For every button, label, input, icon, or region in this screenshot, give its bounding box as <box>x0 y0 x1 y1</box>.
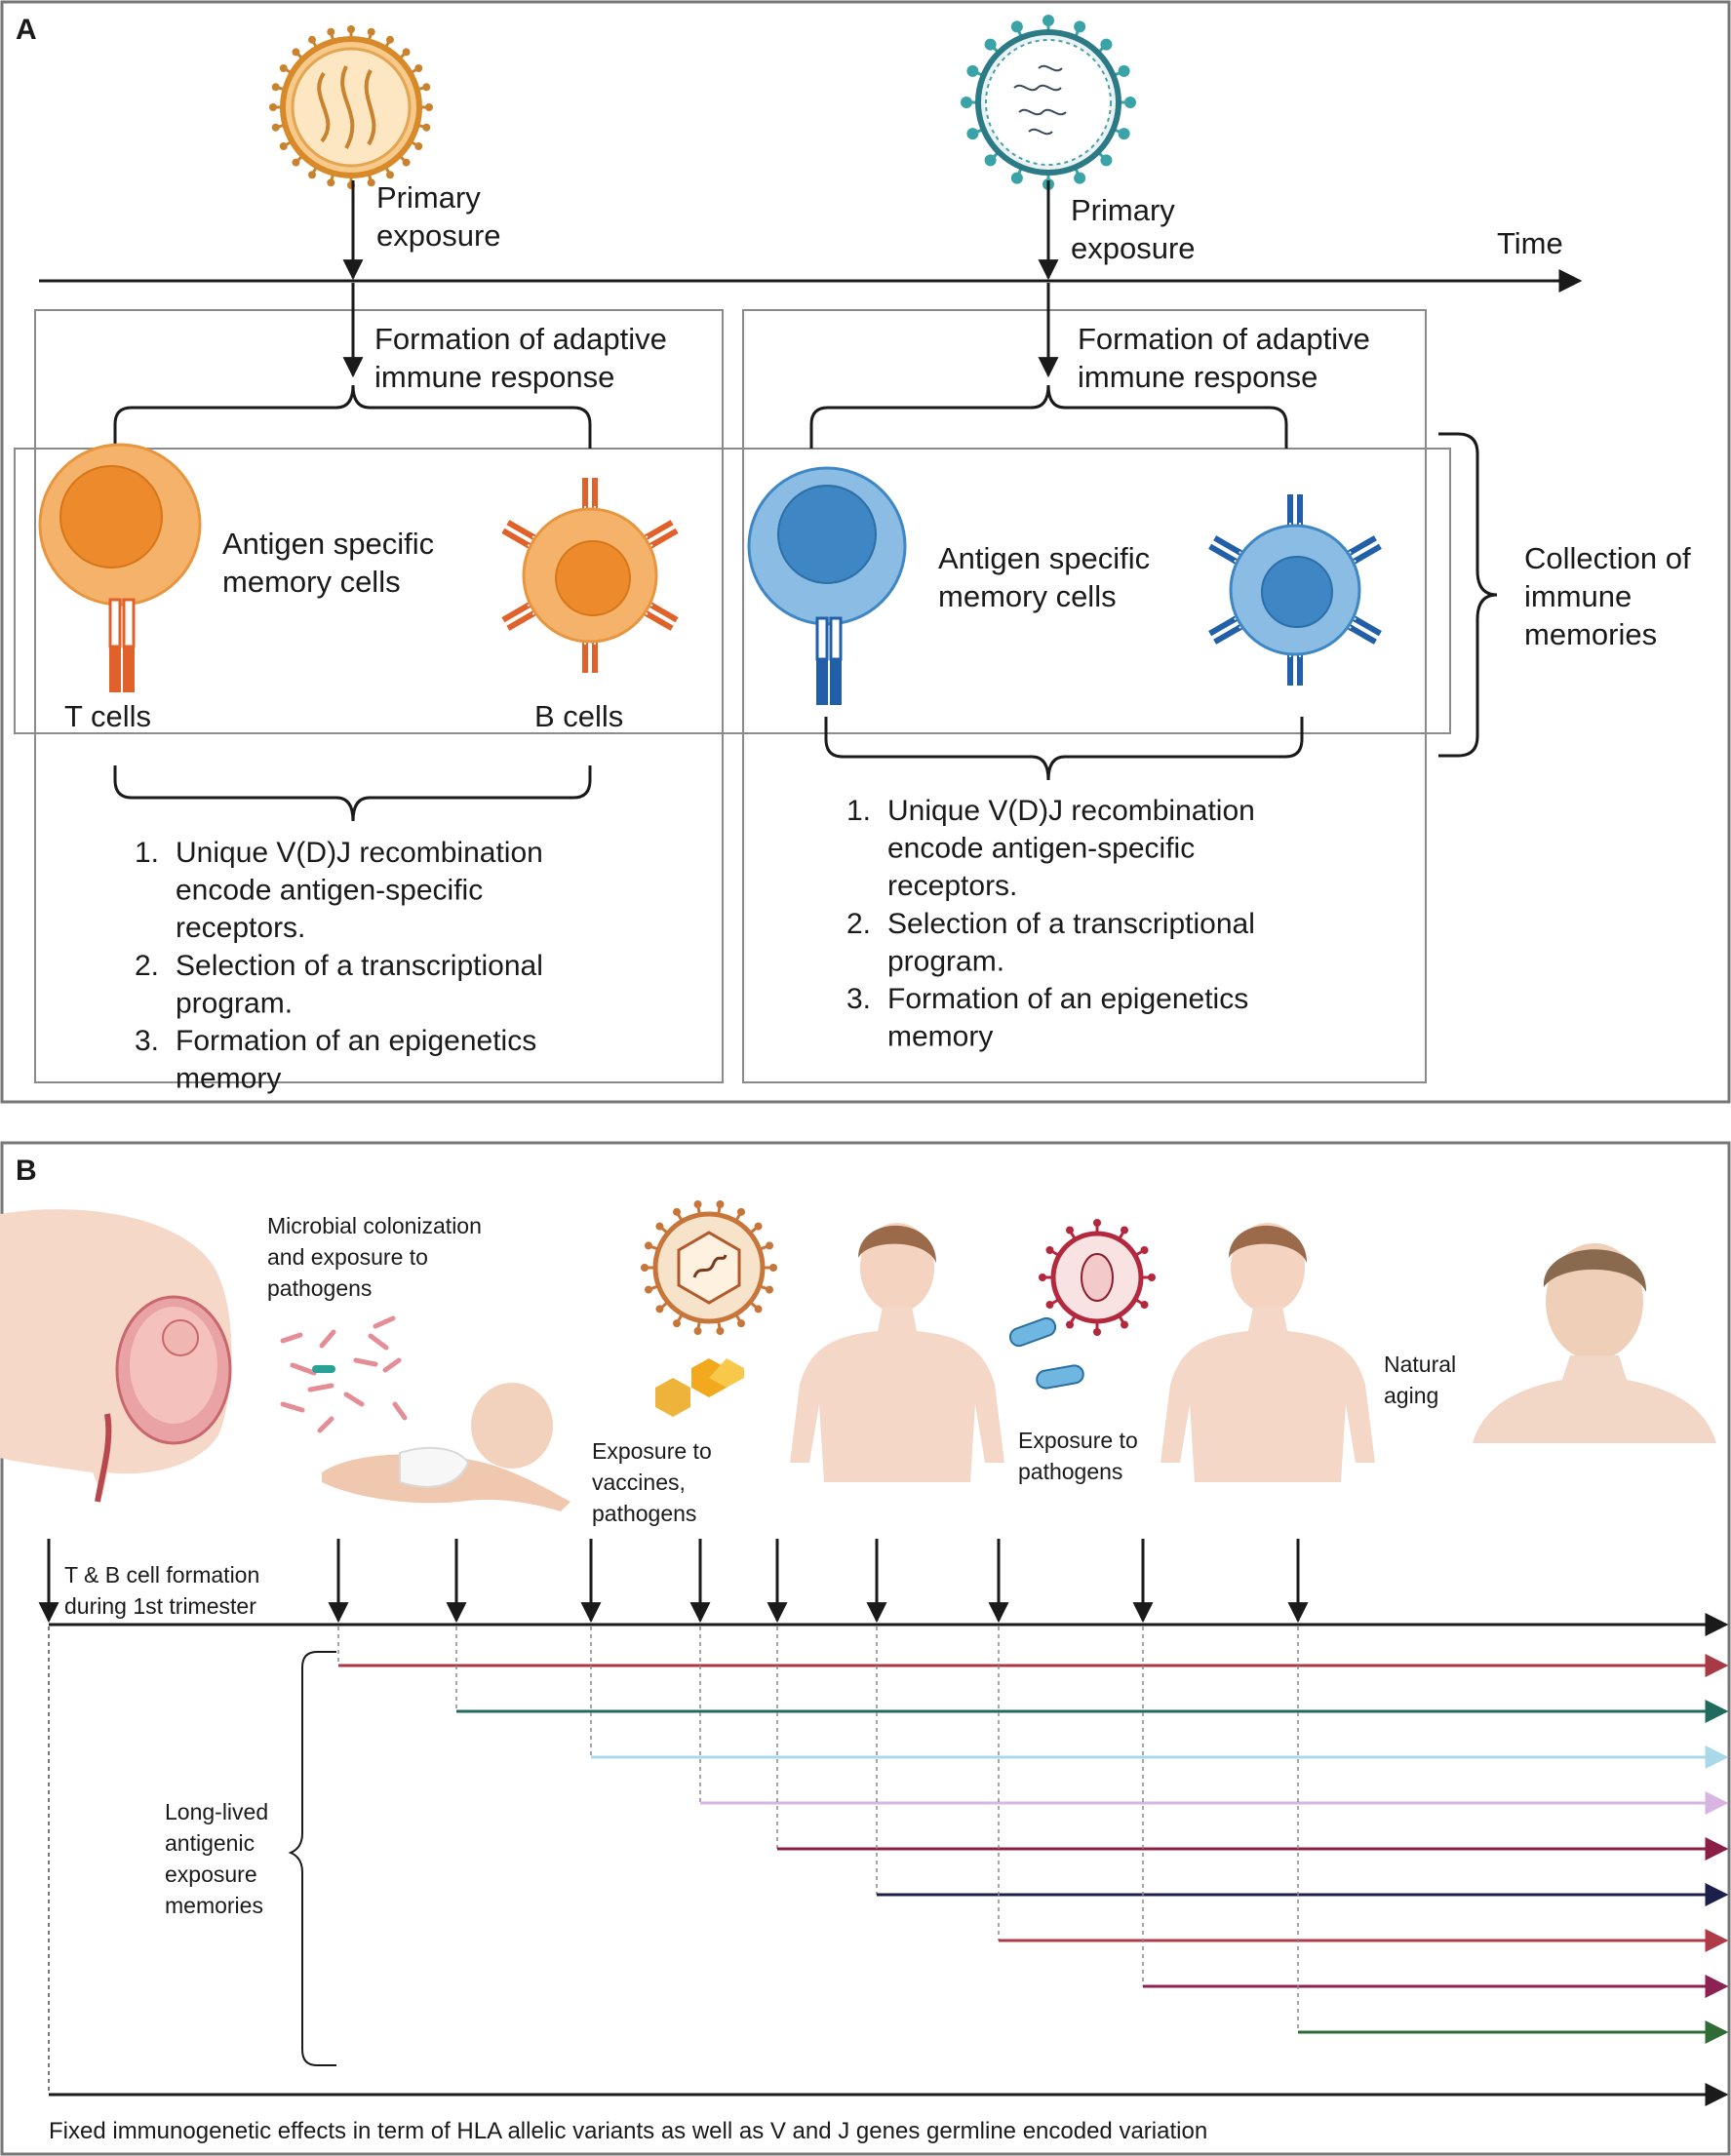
memories-line4: memories <box>165 1893 263 1918</box>
panel-b-frame <box>0 1141 1731 2156</box>
right-response-box <box>742 309 1427 1083</box>
right-list-text-2: receptors. <box>887 870 1017 902</box>
left-list-number-3: 2. <box>135 950 159 982</box>
collection-line2: immune <box>1524 579 1632 613</box>
right-list-text-0: Unique V(D)J recombination <box>887 795 1255 827</box>
microbial-line1: Microbial colonization <box>267 1213 482 1238</box>
teal-virus-icon <box>961 15 1136 190</box>
b-cells-label: B cells <box>534 699 623 733</box>
left-top-bracket <box>113 384 592 449</box>
pathogens-line2: pathogens <box>1018 1459 1122 1484</box>
right-memory-line2: memory cells <box>938 579 1117 613</box>
panel-a-label: A <box>16 14 37 46</box>
right-list-text-4: program. <box>887 945 1004 977</box>
left-formation-line1: Formation of adaptive <box>374 322 667 356</box>
aging-line2: aging <box>1384 1383 1438 1408</box>
left-memory-line2: memory cells <box>222 565 401 599</box>
right-list-number-5: 3. <box>846 983 871 1015</box>
time-label: Time <box>1497 226 1563 260</box>
baby-illustration <box>322 1383 570 1511</box>
left-list-text-0: Unique V(D)J recombination <box>176 837 543 869</box>
left-memory-line1: Antigen specific <box>222 527 434 561</box>
left-list-text-2: receptors. <box>176 912 305 944</box>
panel-a: A Time Primary exposure Primary exposure <box>0 0 1731 1104</box>
right-exposure-line1: Primary <box>1071 193 1175 227</box>
aging-line1: Natural <box>1384 1352 1456 1377</box>
bacteria-icon <box>280 1315 408 1433</box>
right-exposure-line2: exposure <box>1071 231 1196 265</box>
left-mechanism-list: 1. Unique V(D)J recombination encode antig… <box>135 837 543 1095</box>
blue-t-cell-icon <box>747 466 907 705</box>
pregnancy-illustration <box>0 1209 232 1503</box>
right-list-text-5: Formation of an epigenetics <box>887 983 1248 1015</box>
collection-line3: memories <box>1524 617 1657 651</box>
hexagon-molecules-icon <box>655 1358 744 1417</box>
right-bottom-bracket <box>824 717 1304 781</box>
left-list-text-3: Selection of a transcriptional <box>176 950 543 982</box>
right-formation-line1: Formation of adaptive <box>1078 322 1370 356</box>
right-formation-line2: immune response <box>1078 360 1318 394</box>
pathogens-line1: Exposure to <box>1018 1428 1138 1453</box>
left-list-text-5: Formation of an epigenetics <box>176 1025 536 1057</box>
left-list-text-4: program. <box>176 987 293 1019</box>
left-list-number-5: 3. <box>135 1025 159 1057</box>
orange-t-cell-icon <box>38 443 202 692</box>
right-memory-line1: Antigen specific <box>938 541 1150 575</box>
memories-line1: Long-lived <box>165 1799 268 1824</box>
left-formation-line2: immune response <box>374 360 614 394</box>
left-response-box <box>34 309 724 1083</box>
microbial-line2: and exposure to <box>267 1244 428 1270</box>
right-list-text-3: Selection of a transcriptional <box>887 908 1255 940</box>
panel-b-label: B <box>16 1155 37 1187</box>
formation-line1: T & B cell formation <box>64 1562 259 1588</box>
panel-b: B Microbial colonization and exposure to… <box>0 1141 1731 2156</box>
orange-b-cell-icon <box>501 478 679 673</box>
collection-brace <box>1438 432 1498 758</box>
left-bottom-bracket <box>113 765 592 822</box>
collection-line1: Collection of <box>1524 541 1691 575</box>
orange-virus-icon <box>269 25 433 189</box>
left-exposure-line1: Primary <box>376 180 481 215</box>
phage-virus-icon <box>641 1200 777 1335</box>
vaccines-line3: pathogens <box>592 1501 696 1526</box>
older-woman-illustration <box>1473 1243 1716 1443</box>
vaccines-line2: vaccines, <box>592 1470 686 1495</box>
right-mechanism-list: 1. Unique V(D)J recombination encode antig… <box>846 795 1255 1053</box>
memories-brace <box>288 1651 336 2066</box>
lifespan-timeline <box>38 1539 1729 2093</box>
left-exposure-line2: exposure <box>376 218 501 253</box>
young-woman-illustration <box>790 1223 1004 1482</box>
left-list-number-0: 1. <box>135 837 159 869</box>
blue-b-cell-icon <box>1208 494 1382 686</box>
vaccines-line1: Exposure to <box>592 1438 712 1464</box>
right-list-text-6: memory <box>887 1021 993 1053</box>
memory-cells-band <box>14 448 1451 734</box>
left-list-text-1: encode antigen-specific <box>176 875 483 907</box>
right-list-text-1: encode antigen-specific <box>887 833 1195 865</box>
right-top-bracket <box>809 384 1288 449</box>
panel-a-frame <box>0 0 1731 1104</box>
microbial-line3: pathogens <box>267 1275 372 1301</box>
left-list-text-6: memory <box>176 1063 281 1095</box>
t-cells-label: T cells <box>64 699 151 733</box>
right-list-number-0: 1. <box>846 795 871 827</box>
pathogen-virus-icon <box>1039 1219 1156 1336</box>
adult-woman-illustration <box>1161 1223 1375 1482</box>
right-list-number-3: 2. <box>846 908 871 940</box>
memories-line2: antigenic <box>165 1830 255 1856</box>
germline-caption: Fixed immunogenetic effects in term of H… <box>49 2118 1207 2144</box>
memories-line3: exposure <box>165 1862 257 1887</box>
formation-line2: during 1st trimester <box>64 1593 256 1619</box>
blue-bacteria-icon <box>1008 1316 1084 1390</box>
